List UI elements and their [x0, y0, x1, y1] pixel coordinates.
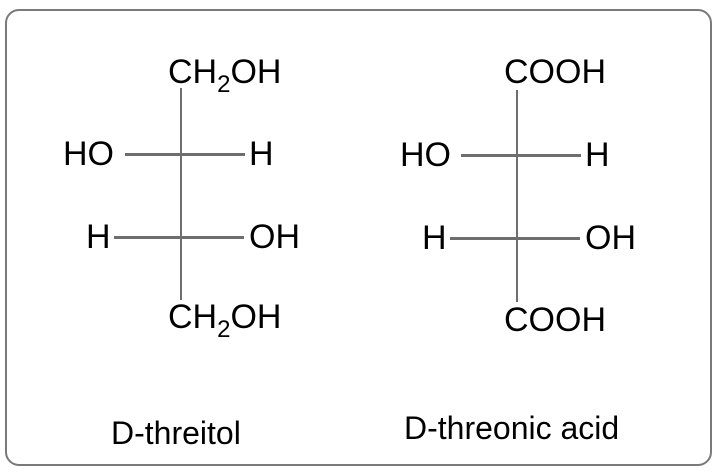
top-group-label: COOH [504, 53, 606, 91]
horizontal-bond-1 [461, 154, 581, 157]
row1-right-label: H [585, 136, 610, 174]
horizontal-bond-2 [114, 236, 244, 239]
bottom-group-label: CH2OH [168, 298, 282, 343]
molecule-caption: D-threitol [111, 415, 241, 451]
molecule-caption: D-threonic acid [404, 410, 620, 446]
row2-right-label: OH [585, 219, 636, 257]
bottom-group-label: COOH [504, 301, 606, 339]
vertical-bond [516, 90, 518, 302]
row1-left-label: HO [400, 136, 451, 174]
row2-left-label: H [86, 218, 111, 256]
figure-frame [5, 9, 712, 466]
horizontal-bond-1 [125, 153, 245, 156]
vertical-bond [180, 88, 182, 300]
row1-right-label: H [249, 135, 274, 173]
row2-right-label: OH [249, 218, 300, 256]
top-group-label: CH2OH [168, 53, 282, 98]
row1-left-label: HO [63, 135, 114, 173]
horizontal-bond-2 [450, 237, 580, 240]
row2-left-label: H [422, 219, 447, 257]
